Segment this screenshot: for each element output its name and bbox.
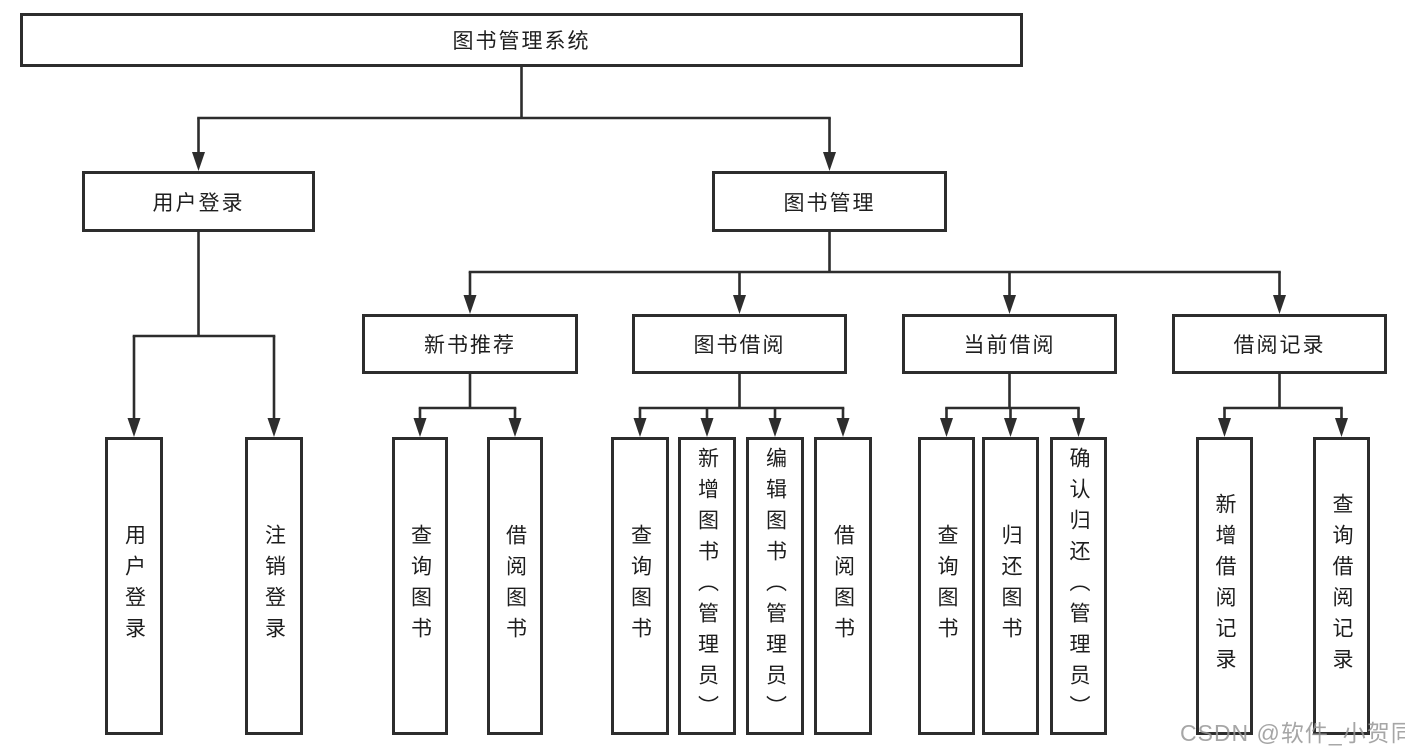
connector-arrowheads [127, 152, 1348, 437]
leaf-query-book-3: 查询图书 [918, 437, 975, 735]
node-label: 查询图书 [935, 524, 959, 648]
node-book-borrowing: 图书借阅 [632, 314, 847, 374]
leaf-return-book: 归还图书 [982, 437, 1039, 735]
leaf-add-borrow-record: 新增借阅记录 [1196, 437, 1253, 735]
node-label: 新书推荐 [424, 334, 516, 357]
node-book-management: 图书管理 [712, 171, 947, 232]
node-label: 用户登录 [152, 191, 245, 215]
node-label: 新增借阅记录 [1213, 493, 1237, 679]
leaf-logout: 注销登录 [245, 437, 303, 735]
node-label: 借阅记录 [1233, 334, 1326, 357]
node-label: 注销登录 [262, 524, 286, 648]
csdn-watermark: CSDN @软件_小贺同学 [1180, 720, 1405, 746]
leaf-edit-book-admin: 编辑图书（管理员） [746, 437, 804, 735]
node-label: 确认归还（管理员） [1067, 446, 1091, 726]
leaf-confirm-return-admin: 确认归还（管理员） [1050, 437, 1107, 735]
leaf-borrow-book-1: 借阅图书 [487, 437, 543, 735]
node-label: 借阅图书 [503, 524, 527, 648]
leaf-query-book-1: 查询图书 [392, 437, 448, 735]
node-root-library-management-system: 图书管理系统 [20, 13, 1023, 67]
node-label: 图书管理系统 [452, 30, 591, 53]
leaf-query-borrow-record: 查询借阅记录 [1313, 437, 1370, 735]
node-label: 编辑图书（管理员） [763, 446, 787, 726]
node-label: 查询借阅记录 [1330, 493, 1354, 679]
node-label: 查询图书 [628, 524, 652, 648]
leaf-add-book-admin: 新增图书（管理员） [678, 437, 736, 735]
node-user-login: 用户登录 [82, 171, 315, 232]
node-current-borrowing: 当前借阅 [902, 314, 1117, 374]
leaf-user-login: 用户登录 [105, 437, 163, 735]
node-label: 新增图书（管理员） [695, 446, 719, 726]
node-label: 查询图书 [408, 524, 432, 648]
node-label: 归还图书 [999, 524, 1023, 648]
node-label: 用户登录 [122, 524, 146, 648]
node-label: 图书管理 [783, 191, 876, 215]
leaf-query-book-2: 查询图书 [611, 437, 669, 735]
node-new-book-recommend: 新书推荐 [362, 314, 578, 374]
node-label: 当前借阅 [963, 334, 1056, 357]
node-borrowing-records: 借阅记录 [1172, 314, 1387, 374]
node-label: 借阅图书 [831, 524, 855, 648]
leaf-borrow-book-2: 借阅图书 [814, 437, 872, 735]
node-label: 图书借阅 [693, 334, 786, 357]
